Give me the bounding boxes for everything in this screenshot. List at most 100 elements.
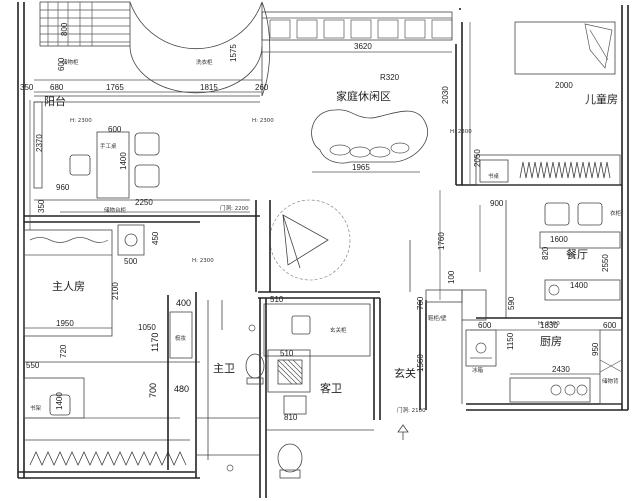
- dim-1400c: 1400: [570, 281, 588, 290]
- room-labels: 阳台 家庭休闲区 儿童房 主人房 餐厅 厨房 主卫 客卫 玄关: [44, 89, 618, 395]
- dim-450: 450: [151, 231, 160, 245]
- dim-480: 480: [174, 384, 189, 394]
- dim-1400b: 1400: [55, 392, 64, 410]
- dim-350b: 350: [37, 199, 46, 213]
- dim-590: 590: [507, 296, 516, 310]
- dim-960: 960: [56, 183, 70, 192]
- exterior-walls: [17, 2, 629, 479]
- dim-1965: 1965: [352, 163, 370, 172]
- dim-260: 260: [255, 83, 269, 92]
- room-master-bath: 主卫: [213, 362, 235, 375]
- bathrooms-area: [196, 291, 381, 498]
- dim-600a: 600: [57, 57, 66, 71]
- label-tall-cab: 储物台柜: [104, 206, 127, 214]
- shelf-cell: [323, 19, 345, 39]
- label-bookshelf: 书架: [30, 404, 42, 412]
- balcony-area: [24, 95, 260, 223]
- room-guest-bath: 客卫: [320, 381, 342, 395]
- dim-400: 400: [176, 298, 191, 308]
- room-entrance: 玄关: [394, 366, 416, 380]
- dim-1170: 1170: [150, 333, 160, 352]
- dimension-lines: [24, 22, 600, 375]
- label-desk: 手工桌: [100, 142, 117, 150]
- dim-2000: 2000: [555, 81, 573, 90]
- room-kids: 儿童房: [585, 92, 618, 106]
- room-kitchen: 厨房: [540, 335, 562, 348]
- shelf-cell: [377, 19, 399, 39]
- dim-1560: 1560: [416, 354, 425, 372]
- dim-550: 550: [26, 361, 40, 370]
- dim-1600: 1600: [550, 235, 568, 244]
- label-kids-desk: 书桌: [488, 172, 500, 180]
- top-bookshelf: [261, 11, 453, 41]
- dim-1815: 1815: [200, 83, 218, 92]
- dim-810: 810: [284, 413, 298, 422]
- dim-2250: 2250: [135, 198, 153, 207]
- dim-1760: 1760: [437, 232, 446, 250]
- dim-2430: 2430: [552, 365, 570, 374]
- dim-2550: 2550: [601, 254, 610, 272]
- label-h2300-e: H: 2300: [538, 321, 560, 327]
- room-dining: 餐厅: [566, 247, 588, 261]
- label-door-1: 门洞: 2200: [220, 204, 249, 212]
- dim-800: 800: [60, 22, 69, 36]
- dim-100: 100: [447, 270, 456, 284]
- dim-R320: R320: [380, 73, 400, 82]
- dim-2100: 2100: [111, 282, 120, 300]
- shelf-cell: [350, 19, 372, 39]
- label-shoe: 鞋柜/壁: [428, 314, 447, 322]
- dim-600d: 600: [603, 321, 617, 330]
- dim-700: 700: [148, 383, 158, 398]
- shelf-cell: [404, 19, 426, 39]
- dim-950: 950: [591, 342, 600, 356]
- dim-1830: 1830: [540, 321, 558, 330]
- label-kids-cab: 衣柜: [610, 209, 622, 217]
- dim-1050: 1050: [138, 323, 156, 332]
- label-dressing: 梳妆: [175, 334, 187, 342]
- room-master-bedroom: 主人房: [52, 280, 85, 293]
- dim-680: 680: [50, 83, 64, 92]
- room-family-lounge: 家庭休闲区: [336, 89, 391, 103]
- label-h2300-c: H: 2300: [450, 129, 472, 135]
- dim-760: 760: [416, 296, 425, 310]
- dimension-labels: 3620 800 600 1575 350 680 1765 1815 260 …: [20, 22, 617, 422]
- dim-500: 500: [124, 257, 138, 266]
- dim-2050: 2050: [473, 149, 482, 167]
- label-entry-floor: 玄关柜: [330, 326, 347, 334]
- entrance-area: [397, 240, 487, 440]
- dim-820: 820: [541, 246, 550, 260]
- dim-2030: 2030: [441, 86, 450, 104]
- dim-3620: 3620: [354, 42, 372, 51]
- kids-room-area: [475, 21, 621, 186]
- dim-510b: 510: [280, 349, 294, 358]
- dim-1950: 1950: [56, 319, 74, 328]
- dim-510a: 510: [270, 295, 284, 304]
- label-window-wall: 储物背: [602, 377, 619, 385]
- dim-1150: 1150: [506, 332, 515, 350]
- shelf-cell: [296, 19, 318, 39]
- dim-2370: 2370: [35, 134, 44, 152]
- label-washer: 洗衣柜: [196, 58, 213, 66]
- label-shelf-balcony: 储物柜: [62, 58, 79, 66]
- master-bedroom-area: [23, 224, 200, 478]
- shelf-cell: [431, 19, 453, 39]
- dim-600b: 600: [108, 125, 122, 134]
- dim-1575: 1575: [229, 44, 238, 62]
- dim-1765: 1765: [106, 83, 124, 92]
- label-h2300-a: H: 2300: [70, 118, 92, 124]
- fixture-labels: 手工桌 储物柜 洗衣柜 储物台柜 门洞: 2200 门洞: 2100 冰箱 鞋柜…: [30, 58, 622, 414]
- dining-area: [476, 200, 622, 319]
- dim-900: 900: [490, 199, 504, 208]
- label-h2300-b: H: 2300: [252, 118, 274, 124]
- room-balcony: 阳台: [44, 94, 66, 108]
- dim-1400a: 1400: [119, 152, 128, 170]
- label-door-2: 门洞: 2100: [397, 406, 426, 414]
- label-h2300-d: H: 2300: [192, 258, 214, 264]
- lounge-area: [255, 109, 428, 292]
- dim-600c: 600: [478, 321, 492, 330]
- shelf-cell: [269, 19, 291, 39]
- dim-720: 720: [59, 344, 68, 358]
- dim-350a: 350: [20, 83, 34, 92]
- label-fridge: 冰箱: [472, 366, 484, 374]
